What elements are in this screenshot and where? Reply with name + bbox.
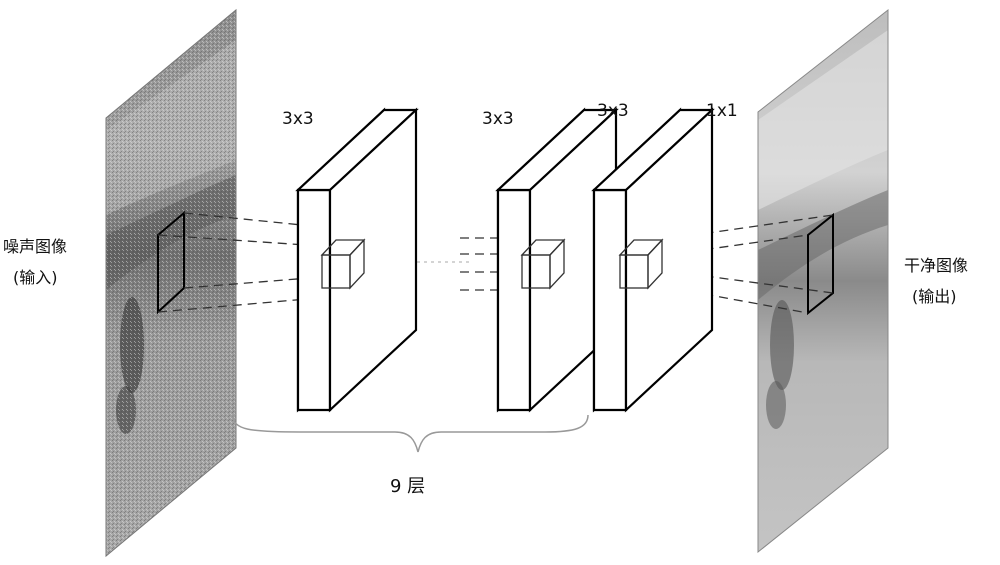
output-label-line1: 干净图像 [904,256,968,275]
conv-layer-3 [591,107,715,413]
input-label-line2: (输入) [13,268,58,287]
input-label-line1: 噪声图像 [3,237,67,256]
layer-1-kernel-label: 3x3 [282,109,314,129]
conv-layer-1 [295,107,419,413]
conv-layer-3-kernel [618,238,664,290]
layer-3-kernel-label: 3x3 [597,101,629,121]
output-clean-image [757,8,889,554]
conv-layer-1-kernel [320,238,366,290]
conv-layer-2-kernel [520,238,566,290]
brace [232,414,589,453]
layer-2-kernel-label: 3x3 [482,109,514,129]
input-noisy-image [105,8,237,558]
brace-label: 9 层 [390,476,425,497]
layer-4-kernel-label: 1x1 [706,101,738,121]
connector-layer-4-to-output [659,214,834,314]
output-patch [807,212,834,316]
output-label-line2: (输出) [912,287,957,306]
